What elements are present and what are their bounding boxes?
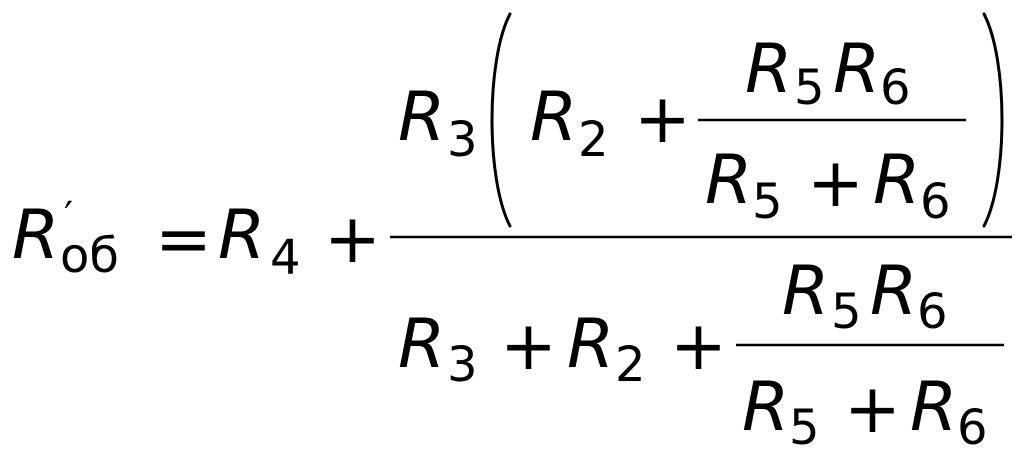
plus-sign: +: [324, 200, 381, 279]
den-r2-symbol: R: [567, 305, 614, 384]
lhs-prime: ′: [64, 194, 73, 240]
num-r3-symbol: R: [398, 78, 445, 157]
inner-bottom-den-r5-symbol: R: [742, 368, 789, 447]
inner-fraction-bottom: R 5 R 6 R 5 + R 6: [736, 252, 1004, 456]
num-r2-subscript: 2: [578, 112, 609, 168]
inner-bottom-r5-subscript: 5: [831, 284, 862, 340]
r4-symbol: R: [218, 196, 265, 275]
den-plus-sign-1: +: [500, 307, 557, 386]
inner-top-r5-symbol: R: [745, 30, 792, 109]
den-r3-symbol: R: [398, 305, 445, 384]
num-r2-symbol: R: [530, 78, 577, 157]
inner-bottom-r6-subscript: 6: [917, 284, 948, 340]
inner-top-den-plus-sign: +: [807, 144, 864, 223]
inner-top-den-r6-symbol: R: [873, 141, 920, 220]
lhs-symbol: R: [12, 196, 59, 275]
inner-top-den-r5-subscript: 5: [752, 174, 783, 230]
den-plus-sign-2: +: [670, 307, 727, 386]
main-denominator: R 3 + R 2 + R 5 R 6 R 5 + R 6: [398, 252, 1004, 456]
inner-bottom-den-r5-subscript: 5: [789, 400, 820, 456]
inner-top-den-r5-symbol: R: [705, 141, 752, 220]
inner-top-r6-subscript: 6: [880, 60, 911, 116]
den-r3-subscript: 3: [447, 337, 478, 393]
num-plus-sign: +: [634, 80, 691, 159]
den-r2-subscript: 2: [615, 337, 646, 393]
lhs-term: R ′ об: [12, 194, 119, 284]
inner-bottom-den-r6-symbol: R: [910, 368, 957, 447]
right-parenthesis: [982, 12, 1004, 228]
lhs-subscript: об: [60, 228, 119, 284]
left-parenthesis: [490, 12, 512, 228]
inner-top-den-r6-subscript: 6: [920, 174, 951, 230]
inner-fraction-top: R 5 R 6 R 5 + R 6: [698, 30, 966, 230]
main-numerator: R 3 R 2 + R 5 R 6 R 5 + R 6: [398, 12, 1004, 230]
inner-bottom-den-plus-sign: +: [844, 370, 901, 449]
r4-term: R 4: [218, 196, 301, 286]
inner-bottom-r5-symbol: R: [782, 252, 829, 331]
r4-subscript: 4: [270, 230, 301, 286]
inner-bottom-den-r6-subscript: 6: [957, 400, 988, 456]
equals-sign: =: [155, 200, 212, 279]
inner-top-r6-symbol: R: [833, 30, 880, 109]
inner-top-r5-subscript: 5: [794, 60, 825, 116]
inner-bottom-r6-symbol: R: [870, 252, 917, 331]
num-r3-subscript: 3: [447, 112, 478, 168]
